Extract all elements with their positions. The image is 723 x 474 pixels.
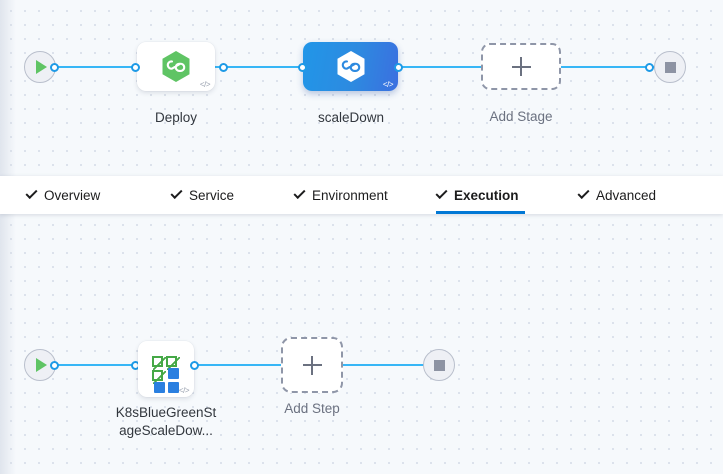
connector-start-to-deploy (54, 66, 146, 68)
check-icon (25, 186, 38, 200)
connector-dot (298, 62, 307, 72)
connector-dot (645, 62, 654, 72)
tab-service[interactable]: Service (170, 176, 235, 214)
tab-overview-label: Overview (44, 187, 101, 203)
stage-end-node[interactable] (654, 51, 686, 83)
add-step-label: Add Step (284, 401, 340, 416)
tab-advanced[interactable]: Advanced (577, 176, 657, 214)
tab-service-label: Service (189, 187, 235, 203)
stage-node-scaledown[interactable]: </> (303, 42, 398, 91)
step-node-k8sbluegreenstagescaledown[interactable]: </> (138, 341, 194, 397)
play-icon (36, 60, 47, 74)
step-end-node[interactable] (423, 349, 455, 381)
add-stage-button[interactable] (481, 43, 561, 90)
stage-node-scaledown-label: scaleDown (317, 110, 385, 125)
tab-execution-label: Execution (454, 187, 519, 203)
check-icon (577, 186, 590, 200)
blue-green-deployment-icon (150, 353, 182, 393)
stage-config-tabs: Overview Service Environment Execution A… (0, 176, 723, 214)
connector-dot (50, 62, 59, 72)
connector-dot (394, 62, 403, 72)
code-badge-icon[interactable]: </> (382, 80, 394, 89)
tab-execution[interactable]: Execution (435, 176, 525, 214)
connector-deploy-to-scaledown (212, 66, 312, 68)
plus-icon (302, 355, 322, 375)
play-icon (36, 358, 47, 372)
connector-dot (190, 360, 199, 370)
connector-dot (131, 62, 140, 72)
harness-cd-hexagon-icon (162, 51, 190, 82)
tab-overview[interactable]: Overview (25, 176, 101, 214)
check-icon (293, 186, 306, 200)
connector-start-to-step (54, 364, 150, 366)
add-step-button[interactable] (281, 337, 343, 393)
stage-node-deploy[interactable]: </> (137, 42, 215, 91)
check-icon (170, 186, 183, 200)
check-icon (435, 186, 448, 200)
stage-node-deploy-label: Deploy (154, 110, 198, 125)
connector-dot (219, 62, 228, 72)
connector-dot (50, 360, 59, 370)
add-stage-label: Add Stage (489, 109, 553, 124)
connector-scaledown-to-addstage (392, 66, 490, 68)
connector-addstep-to-end (343, 364, 429, 366)
tab-advanced-label: Advanced (596, 187, 657, 203)
pipeline-stage-canvas[interactable]: </> Deploy </> scaleDown Add Stage (0, 0, 723, 176)
tab-environment-label: Environment (312, 187, 388, 203)
code-badge-icon[interactable]: </> (178, 386, 190, 395)
harness-cd-hexagon-icon (337, 51, 364, 82)
connector-addstage-to-end (552, 66, 660, 68)
step-node-label: K8sBlueGreenSt ageScaleDow... (115, 405, 217, 438)
tab-environment[interactable]: Environment (293, 176, 388, 214)
stop-square-icon (664, 61, 676, 73)
stop-square-icon (433, 359, 445, 371)
connector-step-to-addstep (194, 364, 284, 366)
execution-step-canvas[interactable]: </> K8sBlueGreenSt ageScaleDow... Add St… (0, 214, 723, 474)
code-badge-icon[interactable]: </> (199, 80, 211, 89)
plus-icon (511, 57, 531, 76)
